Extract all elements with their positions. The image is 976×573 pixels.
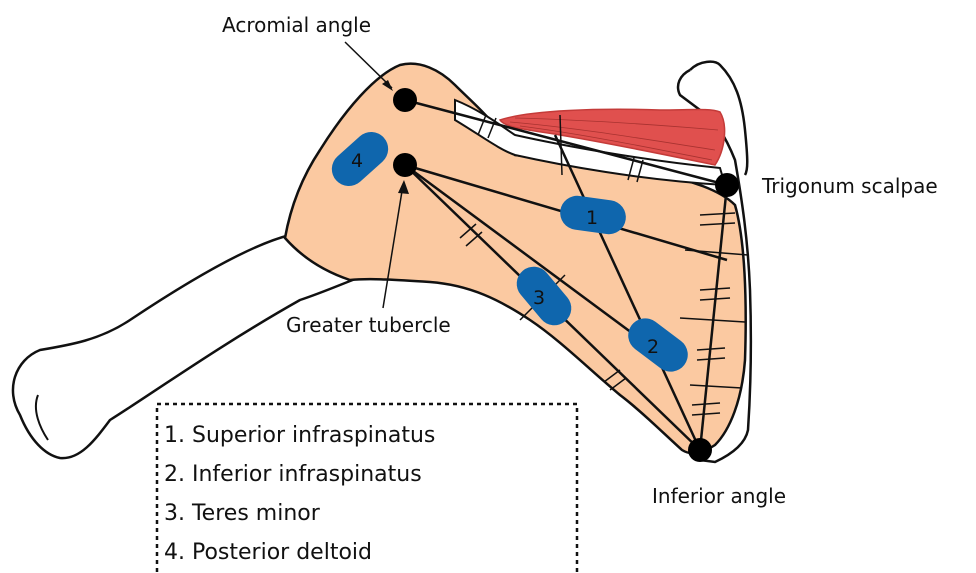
inferior-angle-label: Inferior angle [652, 484, 786, 508]
acromial-angle-dot [393, 88, 417, 112]
acromial-angle-label: Acromial angle [222, 13, 371, 37]
legend-item-1: 1. Superior infraspinatus [164, 423, 435, 448]
greater-tubercle-dot [393, 153, 417, 177]
marker-1-label: 1 [586, 207, 598, 229]
legend-item-2: 2. Inferior infraspinatus [164, 462, 422, 487]
marker-2-label: 2 [647, 336, 659, 358]
greater-tubercle-label: Greater tubercle [286, 313, 451, 337]
marker-4-label: 4 [351, 150, 363, 172]
marker-3-label: 3 [533, 287, 545, 309]
trigonum-scalpae-label: Trigonum scalpae [761, 174, 938, 198]
legend-item-3: 3. Teres minor [164, 501, 321, 526]
inferior-angle-dot [688, 438, 712, 462]
trigonum-scalpae-dot [715, 173, 739, 197]
legend-item-4: 4. Posterior deltoid [164, 540, 372, 565]
